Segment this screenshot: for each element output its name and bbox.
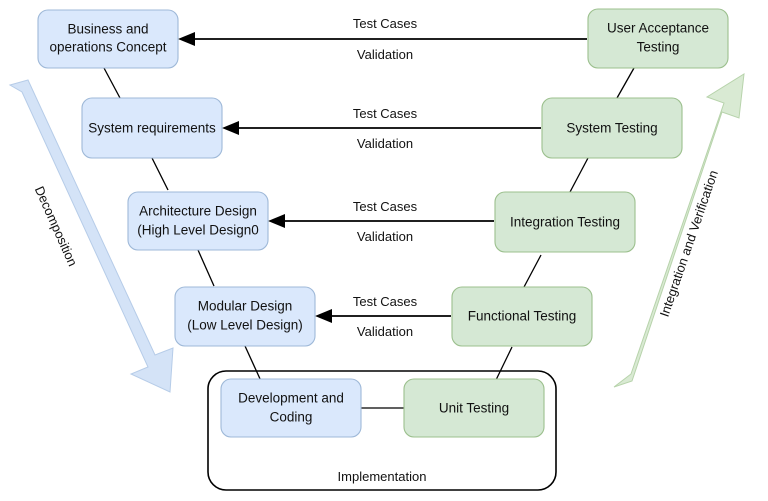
node-business-and-operations-concept-line1: Business and: [67, 22, 148, 37]
node-integration-testing-line1: Integration Testing: [510, 215, 620, 230]
cross-arrow-2-label-below: Validation: [357, 136, 413, 151]
node-modular-design-line1: Modular Design: [198, 299, 293, 314]
cross-arrow-2: Test Cases Validation: [222, 106, 541, 151]
node-development-and-coding-line1: Development and: [238, 391, 344, 406]
node-development-and-coding-box[interactable]: [220, 378, 362, 438]
cross-arrow-1-head: [178, 32, 195, 46]
node-functional-testing[interactable]: Functional Testing: [451, 286, 593, 347]
cross-arrow-3-label-above: Test Cases: [353, 199, 418, 214]
node-functional-testing-box[interactable]: [451, 286, 593, 347]
cross-arrow-3-label-below: Validation: [357, 229, 413, 244]
node-unit-testing-box[interactable]: [403, 378, 545, 438]
cross-arrow-3: Test Cases Validation: [268, 199, 494, 244]
link-user-acceptance-to-system-testing: [616, 67, 635, 99]
node-system-requirements-line1: System requirements: [88, 121, 216, 136]
node-architecture-design-box[interactable]: [127, 191, 269, 251]
node-business-and-operations-concept-line2: operations Concept: [49, 40, 166, 55]
link-integration-to-functional-testing: [523, 254, 542, 288]
link-business-to-system-requirements: [103, 67, 121, 99]
implementation-group-label: Implementation: [338, 469, 427, 484]
implementation-group: Implementation: [207, 370, 557, 491]
node-business-and-operations-concept[interactable]: Business and operations Concept: [37, 9, 179, 69]
link-functional-to-unit-testing: [494, 346, 513, 383]
node-unit-testing[interactable]: Unit Testing: [403, 378, 545, 438]
node-user-acceptance-testing-box[interactable]: [587, 8, 729, 69]
cross-arrow-1-label-above: Test Cases: [353, 16, 418, 31]
node-modular-design[interactable]: Modular Design (Low Level Design): [174, 286, 316, 347]
decomposition-arrow-shape: [8, 79, 174, 393]
node-integration-testing[interactable]: Integration Testing: [494, 191, 636, 253]
link-architecture-to-modular-design: [197, 249, 215, 287]
cross-arrow-2-head: [222, 121, 239, 135]
node-system-testing[interactable]: System Testing: [541, 97, 683, 159]
cross-arrow-4-label-above: Test Cases: [353, 294, 418, 309]
link-modular-design-to-development: [244, 345, 262, 382]
node-system-testing-box[interactable]: [541, 97, 683, 159]
node-architecture-design-line2: (High Level Design0: [137, 223, 259, 238]
node-integration-testing-box[interactable]: [494, 191, 636, 253]
cross-arrow-1: Test Cases Validation: [178, 16, 587, 62]
node-modular-design-line2: (Low Level Design): [187, 318, 303, 333]
node-user-acceptance-testing-line1: User Acceptance: [607, 21, 709, 36]
node-development-and-coding[interactable]: Development and Coding: [220, 378, 362, 438]
node-architecture-design-line1: Architecture Design: [139, 204, 257, 219]
integration-and-verification-arrow-shape: [613, 73, 745, 388]
cross-arrow-4: Test Cases Validation: [315, 294, 451, 339]
node-system-testing-line1: System Testing: [566, 121, 657, 136]
node-user-acceptance-testing[interactable]: User Acceptance Testing: [587, 8, 729, 69]
node-functional-testing-line1: Functional Testing: [468, 309, 577, 324]
node-architecture-design[interactable]: Architecture Design (High Level Design0: [127, 191, 269, 251]
node-unit-testing-line1: Unit Testing: [439, 401, 509, 416]
node-modular-design-box[interactable]: [174, 286, 316, 347]
node-business-and-operations-concept-box[interactable]: [37, 9, 179, 69]
cross-arrow-4-head: [315, 309, 332, 323]
node-development-and-coding-line2: Coding: [270, 410, 313, 425]
cross-arrow-4-label-below: Validation: [357, 324, 413, 339]
integration-and-verification-band-label: Integration and Verification: [657, 168, 721, 318]
cross-arrow-3-head: [268, 214, 285, 228]
link-system-testing-to-integration-testing: [569, 157, 589, 193]
cross-arrow-1-label-below: Validation: [357, 47, 413, 62]
node-system-requirements-box[interactable]: [81, 97, 223, 159]
node-user-acceptance-testing-line2: Testing: [637, 40, 680, 55]
link-system-requirements-to-architecture: [151, 157, 169, 191]
implementation-group-border: [207, 370, 557, 491]
cross-arrow-2-label-above: Test Cases: [353, 106, 418, 121]
node-system-requirements[interactable]: System requirements: [81, 97, 223, 159]
